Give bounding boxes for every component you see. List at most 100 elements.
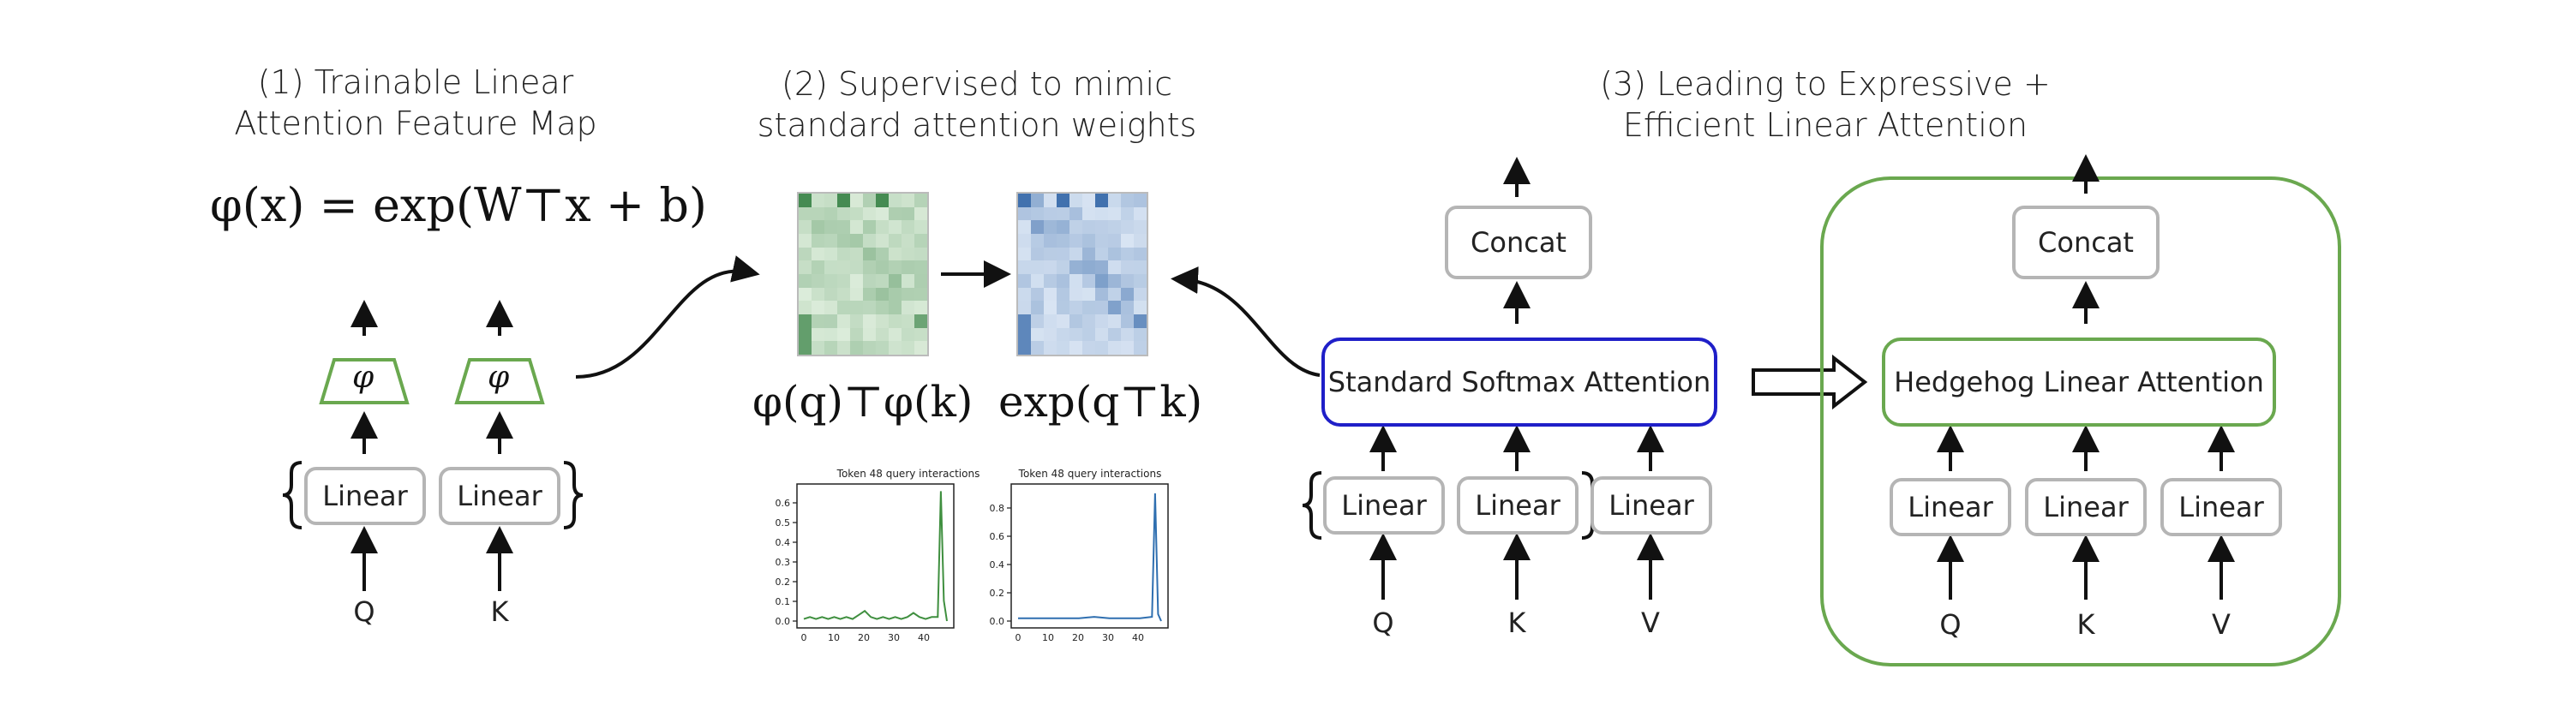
heatmap-cell [863,247,876,261]
heatmap-cell [1069,287,1082,302]
linear-box-q: Linear [304,467,426,525]
heatmap-cell [1057,314,1069,328]
heatmap-cell [1031,341,1044,355]
heatmap-cell [902,260,914,274]
heatmap-cell [1057,287,1069,302]
xtick: 0 [801,632,807,643]
heatmap-cell [1057,341,1069,355]
heatmap-cell [1069,341,1082,355]
heatmap-cell [1044,194,1057,207]
heatmap-cell [1121,247,1134,261]
heatmap-cell [824,220,837,234]
heatmap-cell [1069,260,1082,274]
heatmap-cell [1121,206,1134,221]
plot-line-blue [1018,493,1162,622]
phi-trapezoid-k [454,358,545,404]
phi-label-q: φ [352,360,374,395]
heatmap-cell [812,287,824,302]
heatmap-cell [1108,206,1121,221]
phi-trapezoid-q [319,358,410,404]
heatmap-cell [837,314,850,328]
heatmap-cell [837,234,850,248]
heatmap-cell [837,301,850,314]
plot-frame-blue [1010,483,1169,629]
heatmap-cell [914,247,927,261]
heatmap-cell [824,314,837,328]
heatmap-cell [799,206,812,221]
heatmap-cell [1108,234,1121,248]
softmax-attention-caption: exp(q⊤k) [998,377,1203,427]
heatmap-cell [1082,206,1095,221]
heatmap-cell [837,247,850,261]
linear-box-q-standard: Linear [1323,476,1445,535]
ytick: 0.5 [776,517,791,529]
ytick: 0.1 [776,596,791,607]
heatmap-cell [1082,194,1095,207]
heatmap-cell [1134,260,1147,274]
heatmap-cell [1095,247,1108,261]
heatmap-cell [914,206,927,221]
heatmap-cell [1095,206,1108,221]
heatmap-cell [876,274,889,288]
heatmap-cell [1057,234,1069,248]
panel3-arrows [1369,157,1664,600]
heatmap-cell [902,327,914,342]
xtick: 30 [1102,632,1114,643]
heatmap-cell [799,274,812,288]
heatmap-cell [876,260,889,274]
heatmap-cell [1044,287,1057,302]
linear-box-v-standard: Linear [1591,476,1712,535]
heatmap-cell [837,274,850,288]
heatmap-softmax-attention [1016,192,1148,356]
heatmap-cell [1069,314,1082,328]
heatmap-cell [1044,274,1057,288]
heatmap-cell [799,220,812,234]
heatmap-cell [1121,287,1134,302]
heatmap-cell [1069,194,1082,207]
heatmap-cell [1134,234,1147,248]
heatmap-cell [1134,314,1147,328]
heatmap-cell [889,341,902,355]
heatmap-cell [863,274,876,288]
panel1-title: (1) Trainable Linear Attention Feature M… [201,62,630,144]
heatmap-cell [812,260,824,274]
xtick: 40 [1132,632,1144,643]
heatmap-cell [837,287,850,302]
heatmap-cell [889,220,902,234]
concat-box-hedgehog: Concat [2012,206,2160,279]
heatmap-cell [1108,314,1121,328]
linear-box-k-hedgehog: Linear [2025,478,2147,536]
heatmap-cell [1018,274,1031,288]
heatmap-cell [1018,194,1031,207]
heatmap-cell [1121,301,1134,314]
heatmap-cell [1031,274,1044,288]
heatmap-cell [1031,234,1044,248]
heatmap-cell [1095,341,1108,355]
heatmap-cell [902,247,914,261]
heatmap-cell [1069,301,1082,314]
heatmap-cell [1134,220,1147,234]
heatmap-cell [1044,234,1057,248]
heatmap-cell [1108,274,1121,288]
heatmap-cell [889,234,902,248]
input-label-q: Q [353,595,375,628]
heatmap-cell [850,314,863,328]
heatmap-cell [824,301,837,314]
mini-plot-blue: Token 48 query interactions 0.0 0.2 0.4 … [990,468,1169,643]
heatmap-cell [902,194,914,207]
panel3-title-line2: Efficient Linear Attention [1622,106,2028,144]
linear-box-k: Linear [439,467,560,525]
heatmap-cell [876,247,889,261]
heatmap-cell [1044,341,1057,355]
panel1-braces [282,461,584,529]
heatmap-cell [1031,287,1044,302]
heatmap-cell [1031,220,1044,234]
heatmap-cell [876,341,889,355]
heatmap-cell [863,314,876,328]
heatmap-cell [1044,327,1057,342]
heatmap-cell [1134,301,1147,314]
heatmap-cell [914,220,927,234]
heatmap-cell [1057,194,1069,207]
heatmap-cell [1082,260,1095,274]
heatmap-cell [863,220,876,234]
